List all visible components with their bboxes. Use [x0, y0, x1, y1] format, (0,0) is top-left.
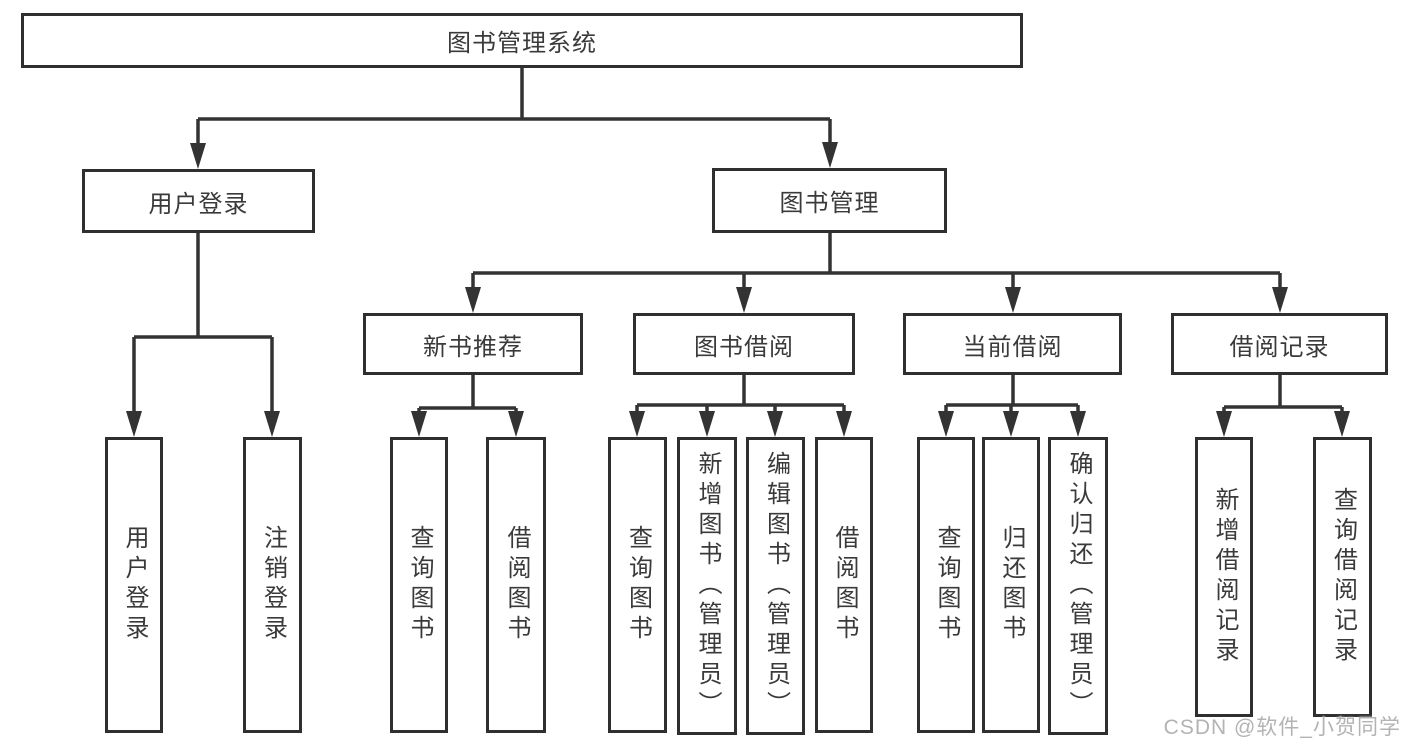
leaf-new-book-0: 查询图书 [390, 437, 448, 733]
leaf-user-login-1-label: 注销登录 [259, 525, 287, 645]
leaf-current-1: 归还图书 [982, 437, 1040, 733]
node-records: 借阅记录 [1171, 313, 1388, 375]
csdn-watermark: CSDN @软件_小贺同学 [1163, 716, 1401, 739]
leaf-records-1: 查询借阅记录 [1313, 437, 1372, 717]
node-current-label: 当前借阅 [962, 333, 1063, 361]
leaf-user-login-0: 用户登录 [105, 437, 163, 733]
leaf-new-book-1: 借阅图书 [486, 437, 546, 733]
node-root-label: 图书管理系统 [447, 30, 597, 57]
node-borrow-label: 图书借阅 [694, 333, 794, 361]
leaf-borrow-1-label: 新增图书（管理员） [694, 451, 721, 721]
leaf-user-login-0-label: 用户登录 [121, 525, 148, 645]
leaf-borrow-3: 借阅图书 [815, 437, 873, 733]
leaf-records-0-label: 新增借阅记录 [1211, 487, 1238, 667]
arrowheads [126, 142, 1350, 437]
leaf-user-login-1: 注销登录 [243, 437, 302, 733]
leaf-records-1-label: 查询借阅记录 [1329, 487, 1357, 667]
leaf-records-0: 新增借阅记录 [1195, 437, 1253, 717]
leaf-borrow-0: 查询图书 [608, 437, 667, 733]
node-current: 当前借阅 [903, 313, 1122, 375]
leaf-new-book-1-label: 借阅图书 [503, 525, 530, 645]
leaf-current-1-label: 归还图书 [998, 525, 1025, 645]
leaf-borrow-3-label: 借阅图书 [831, 525, 858, 645]
tree-edges [132, 68, 1344, 413]
leaf-borrow-2-label: 编辑图书（管理员） [762, 451, 790, 721]
leaf-new-book-0-label: 查询图书 [406, 525, 433, 645]
leaf-current-0-label: 查询图书 [933, 525, 960, 645]
node-new-book: 新书推荐 [363, 313, 583, 375]
node-records-label: 借阅记录 [1229, 333, 1330, 361]
node-book-mgmt-label: 图书管理 [779, 190, 880, 217]
node-book-mgmt: 图书管理 [712, 168, 947, 233]
node-root: 图书管理系统 [21, 13, 1023, 68]
node-borrow: 图书借阅 [633, 313, 855, 375]
node-user-login: 用户登录 [82, 169, 315, 233]
leaf-borrow-0-label: 查询图书 [624, 525, 652, 645]
node-new-book-label: 新书推荐 [423, 333, 523, 361]
leaf-borrow-1: 新增图书（管理员） [677, 437, 737, 735]
leaf-current-2-label: 确认归还（管理员） [1065, 451, 1092, 721]
leaf-borrow-2: 编辑图书（管理员） [746, 437, 805, 735]
leaf-current-2: 确认归还（管理员） [1048, 437, 1108, 735]
leaf-current-0: 查询图书 [917, 437, 975, 733]
node-user-login-label: 用户登录 [148, 190, 249, 218]
